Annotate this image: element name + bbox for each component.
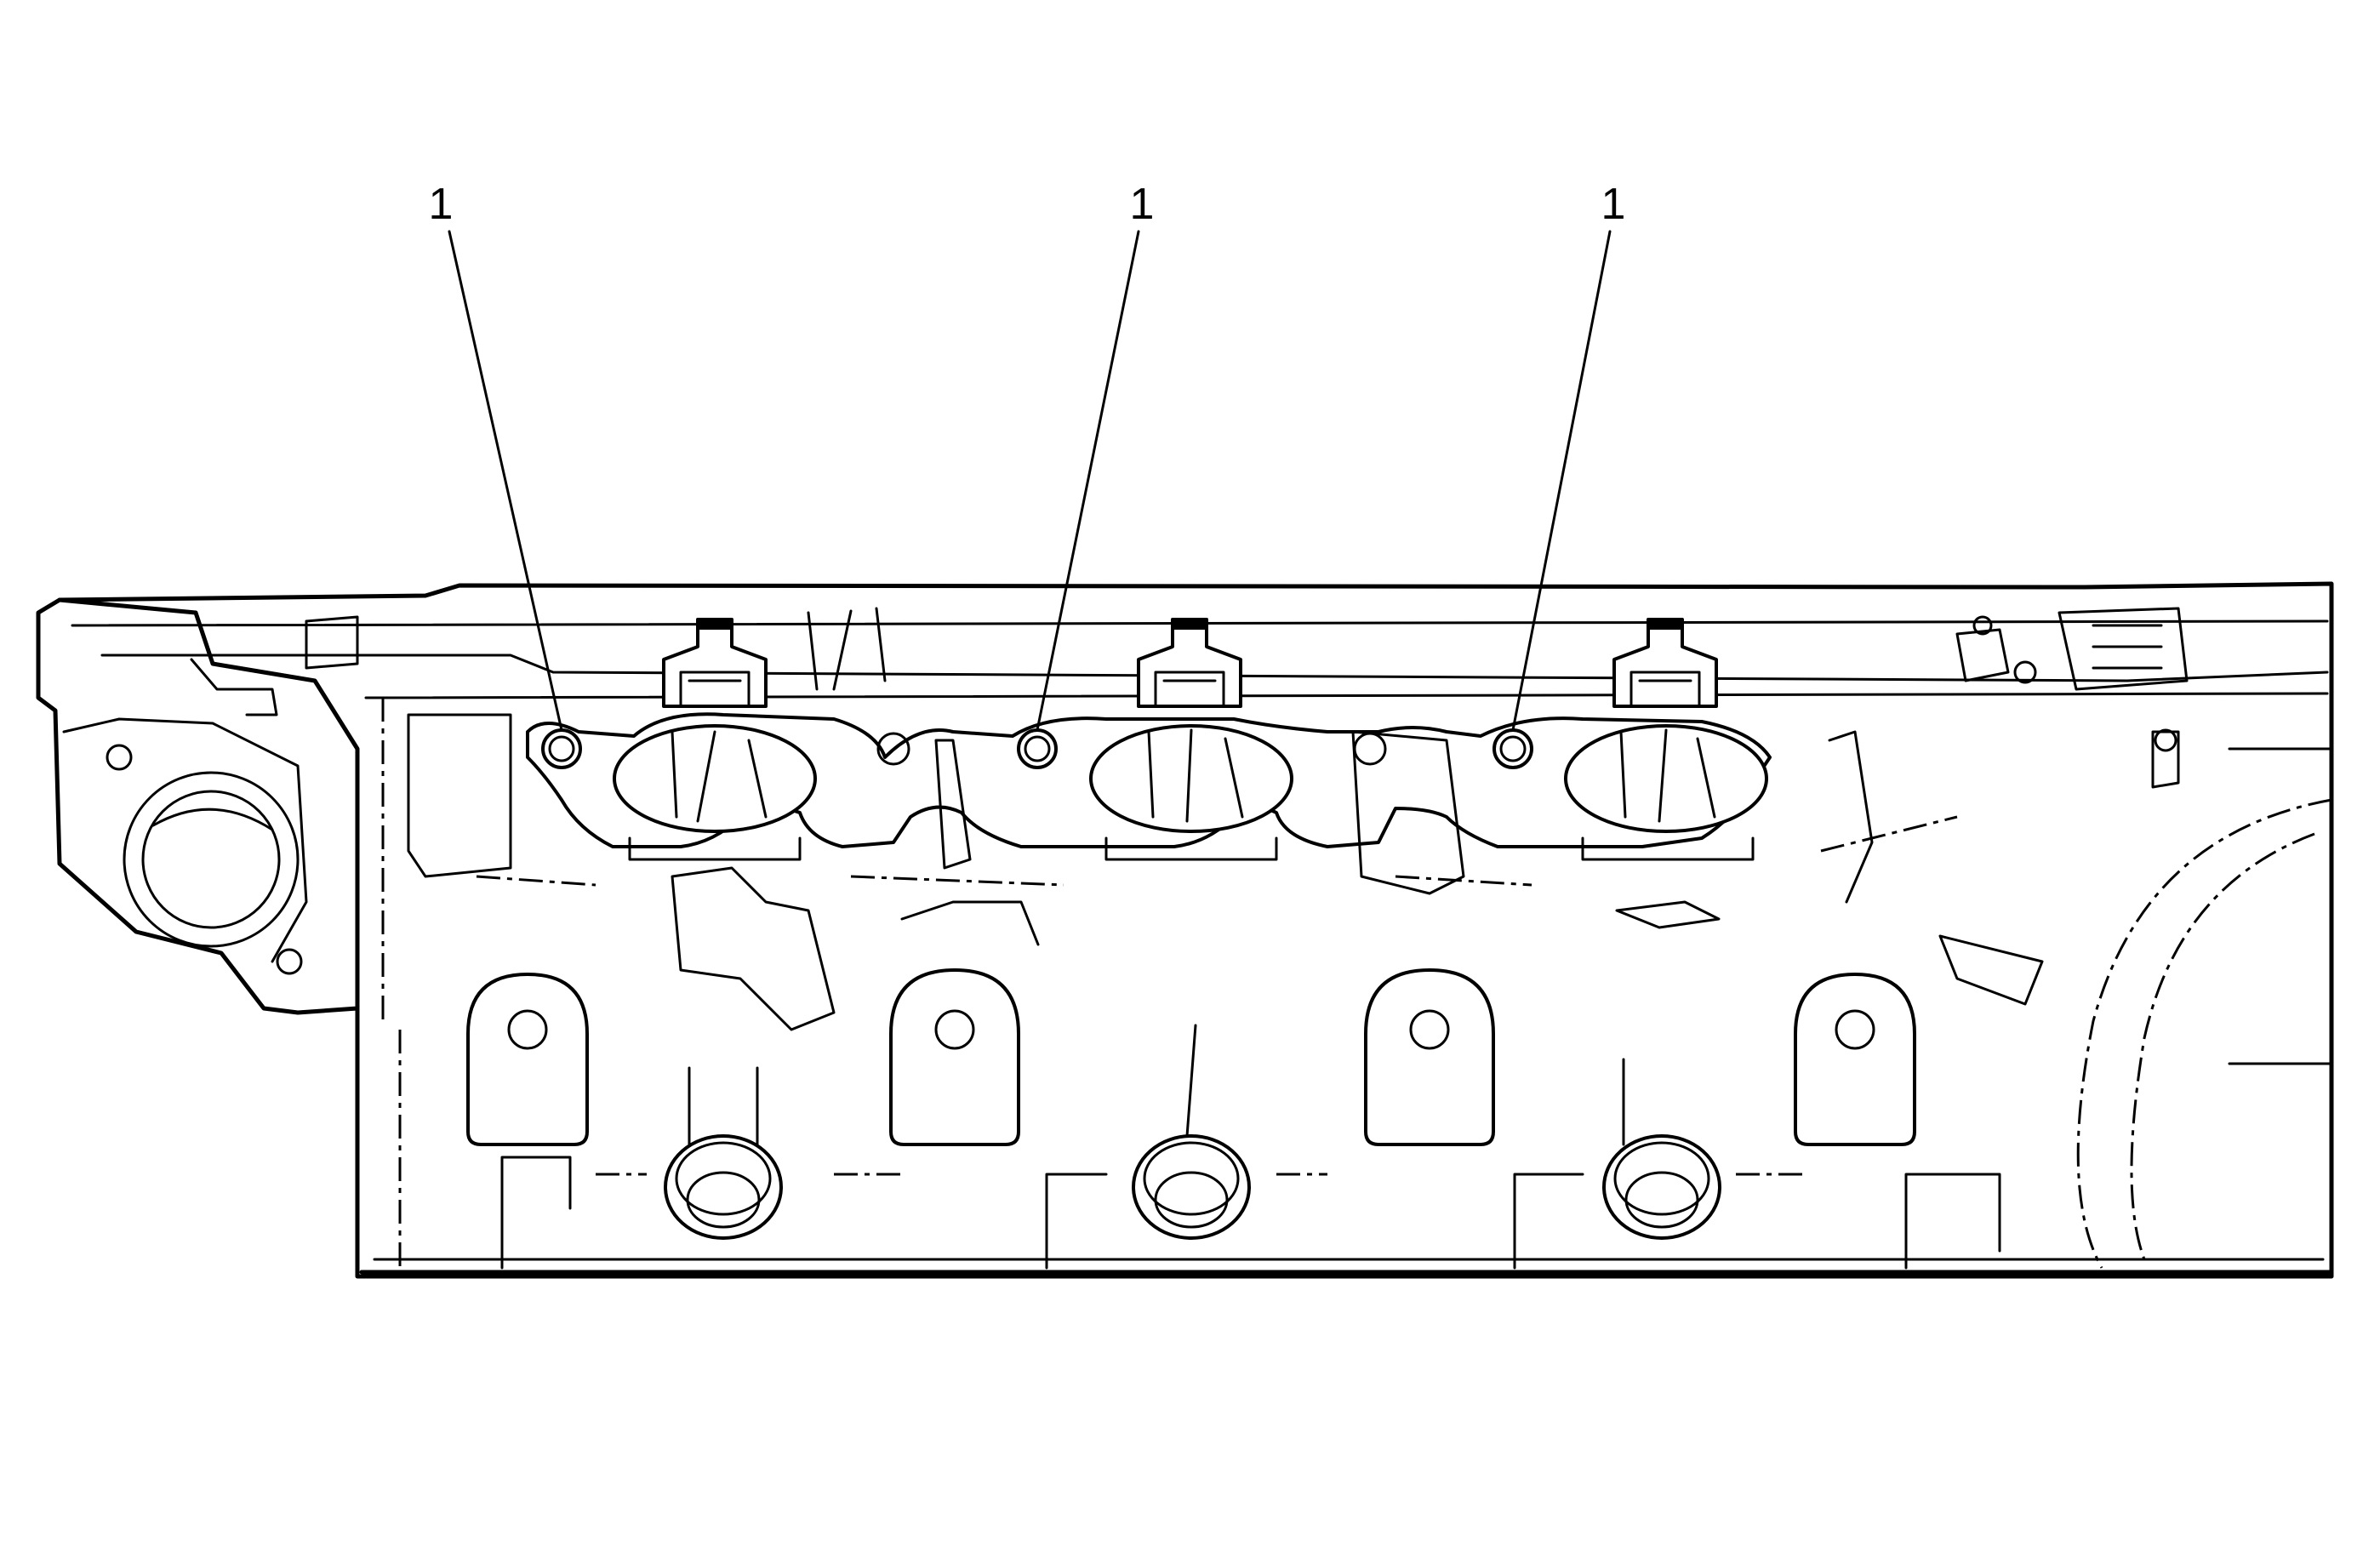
casting-ribs	[407, 713, 2333, 1269]
cylinder-head-body	[36, 581, 2334, 1279]
lower-bosses	[466, 968, 2001, 1270]
callout-leader-3	[1511, 230, 1612, 732]
callout-label-3: 1	[1601, 180, 1626, 229]
intake-port-flange	[526, 712, 1772, 861]
callout-leader-2	[1036, 230, 1140, 732]
callout-leader-1	[448, 230, 563, 732]
valve-cover-bosses	[305, 607, 2189, 708]
callouts: 1 1 1	[429, 180, 1626, 732]
callout-label-2: 1	[1130, 180, 1155, 229]
gasket-holes	[541, 728, 1533, 769]
callout-label-1: 1	[429, 180, 454, 229]
